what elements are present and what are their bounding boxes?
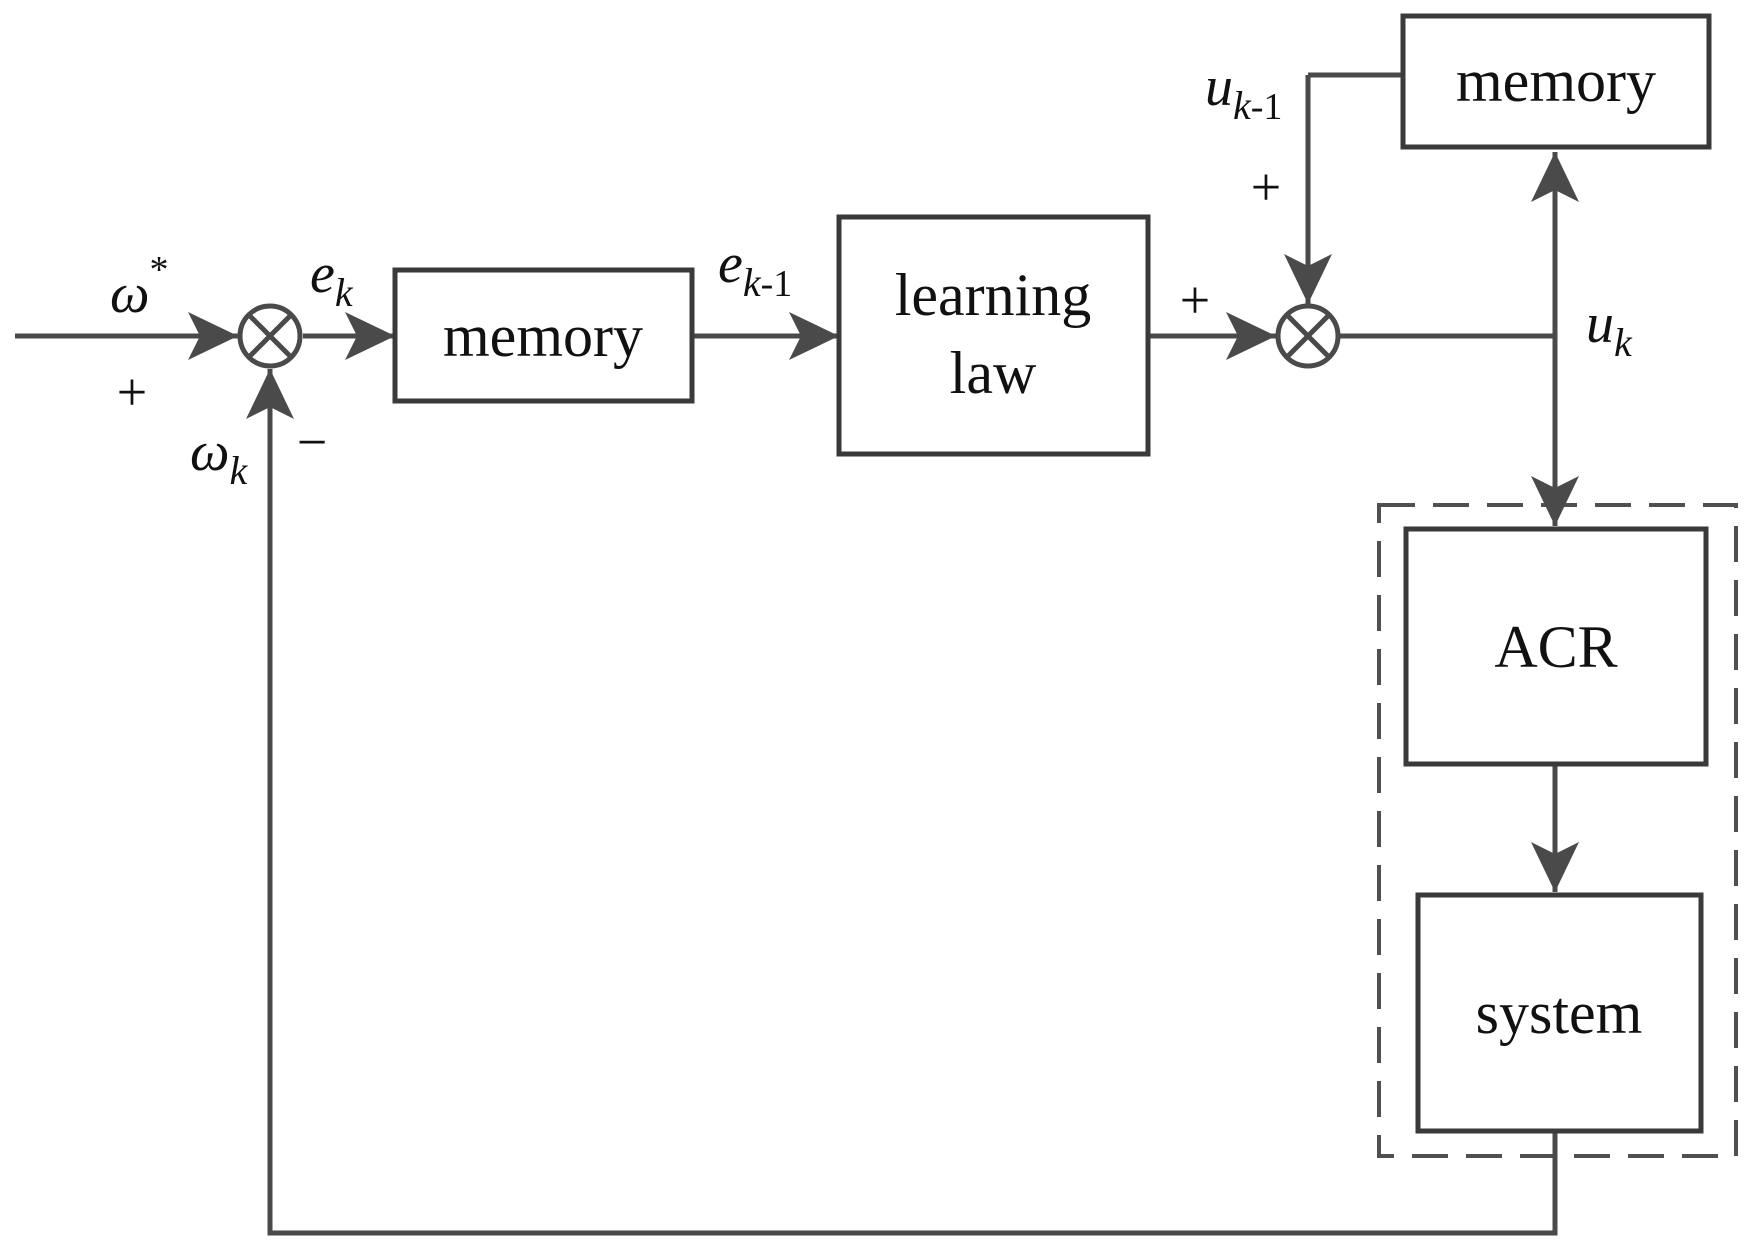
signal-control-label: uk	[1586, 293, 1633, 365]
block-acr-label: ACR	[1494, 614, 1617, 680]
wire-feedback	[267, 369, 1558, 1236]
block-system-label: system	[1476, 980, 1643, 1046]
block-system: system	[1415, 892, 1704, 1134]
arrowhead-prev-error	[789, 312, 839, 360]
arrowhead-learning-output	[1226, 312, 1276, 360]
block-learning-law: learning law	[836, 214, 1151, 457]
arrowhead-prev-control	[1284, 254, 1332, 304]
arrowhead-acr-system	[1531, 842, 1579, 892]
summing-junction-1	[237, 303, 303, 369]
arrowheads	[188, 152, 1579, 892]
arrowhead-error	[345, 312, 395, 360]
block-memory-control-label: memory	[1456, 48, 1656, 114]
sign-sum2-prev-control: +	[1251, 157, 1281, 217]
signal-error-label: ek	[310, 243, 354, 315]
block-memory-error: memory	[392, 267, 695, 404]
arrowhead-feedback	[246, 369, 294, 419]
block-learning-law-label-1: learning	[895, 262, 1092, 328]
sign-sum1-reference: +	[117, 362, 147, 422]
signal-prev-control-label: uk-1	[1205, 56, 1282, 128]
arrowhead-control-memory	[1531, 152, 1579, 202]
block-learning-law-label-2: law	[950, 340, 1037, 406]
wires	[15, 72, 1558, 1236]
block-acr: ACR	[1403, 526, 1709, 767]
signal-reference-label: ω*	[110, 249, 169, 325]
block-memory-control: memory	[1400, 13, 1712, 150]
arrowhead-control-acr	[1531, 476, 1579, 526]
sign-sum2-learning: +	[1180, 270, 1210, 330]
block-memory-error-label: memory	[443, 303, 643, 369]
sign-sum1-feedback: −	[297, 412, 327, 472]
arrowhead-reference	[188, 312, 238, 360]
summing-junction-2	[1275, 303, 1341, 369]
signal-prev-error-label: ek-1	[718, 233, 792, 305]
signal-feedback-label: ωk	[190, 421, 249, 493]
